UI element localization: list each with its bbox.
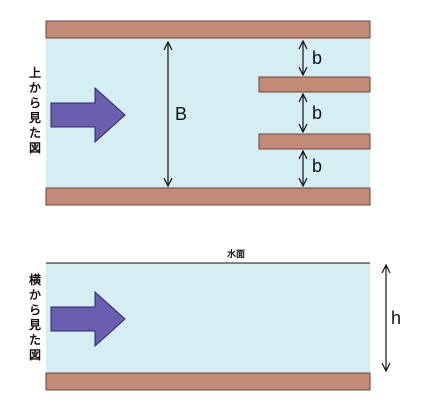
plan-flow-arrow-icon bbox=[50, 86, 126, 144]
water-surface-label: 水面 bbox=[227, 250, 246, 260]
divider-wall-lower bbox=[258, 133, 371, 150]
plan-view-label-char: か bbox=[28, 81, 41, 95]
side-view-label-char: か bbox=[28, 288, 41, 302]
divider-wall-upper bbox=[258, 76, 371, 93]
side-flow-arrow-icon bbox=[50, 290, 126, 348]
side-view-label: 横 か ら 見 た 図 bbox=[26, 273, 44, 363]
plan-view-label: 上 か ら 見 た 図 bbox=[26, 66, 44, 156]
plan-top-wall bbox=[45, 20, 371, 39]
channel-width-label: B bbox=[175, 104, 188, 124]
side-view-label-char: た bbox=[28, 333, 41, 347]
plan-view-label-char: 見 bbox=[28, 111, 41, 125]
water-depth-label: h bbox=[391, 308, 402, 328]
gap-width-label-2: b bbox=[312, 103, 323, 123]
plan-bottom-wall bbox=[45, 187, 371, 206]
gap-width-label-3: b bbox=[312, 156, 323, 176]
plan-view-label-char: た bbox=[28, 126, 41, 140]
side-view bbox=[45, 262, 386, 391]
side-view-label-char: 見 bbox=[28, 318, 41, 332]
gap-width-label-1: b bbox=[312, 48, 323, 68]
plan-view-label-char: 上 bbox=[28, 66, 41, 80]
side-view-label-char: 横 bbox=[28, 273, 41, 287]
channel-bed bbox=[45, 372, 371, 391]
plan-view-label-char: ら bbox=[28, 96, 41, 110]
plan-view-label-char: 図 bbox=[28, 141, 41, 155]
side-view-label-char: 図 bbox=[28, 348, 41, 362]
plan-view bbox=[45, 20, 371, 206]
side-view-label-char: ら bbox=[28, 303, 41, 317]
